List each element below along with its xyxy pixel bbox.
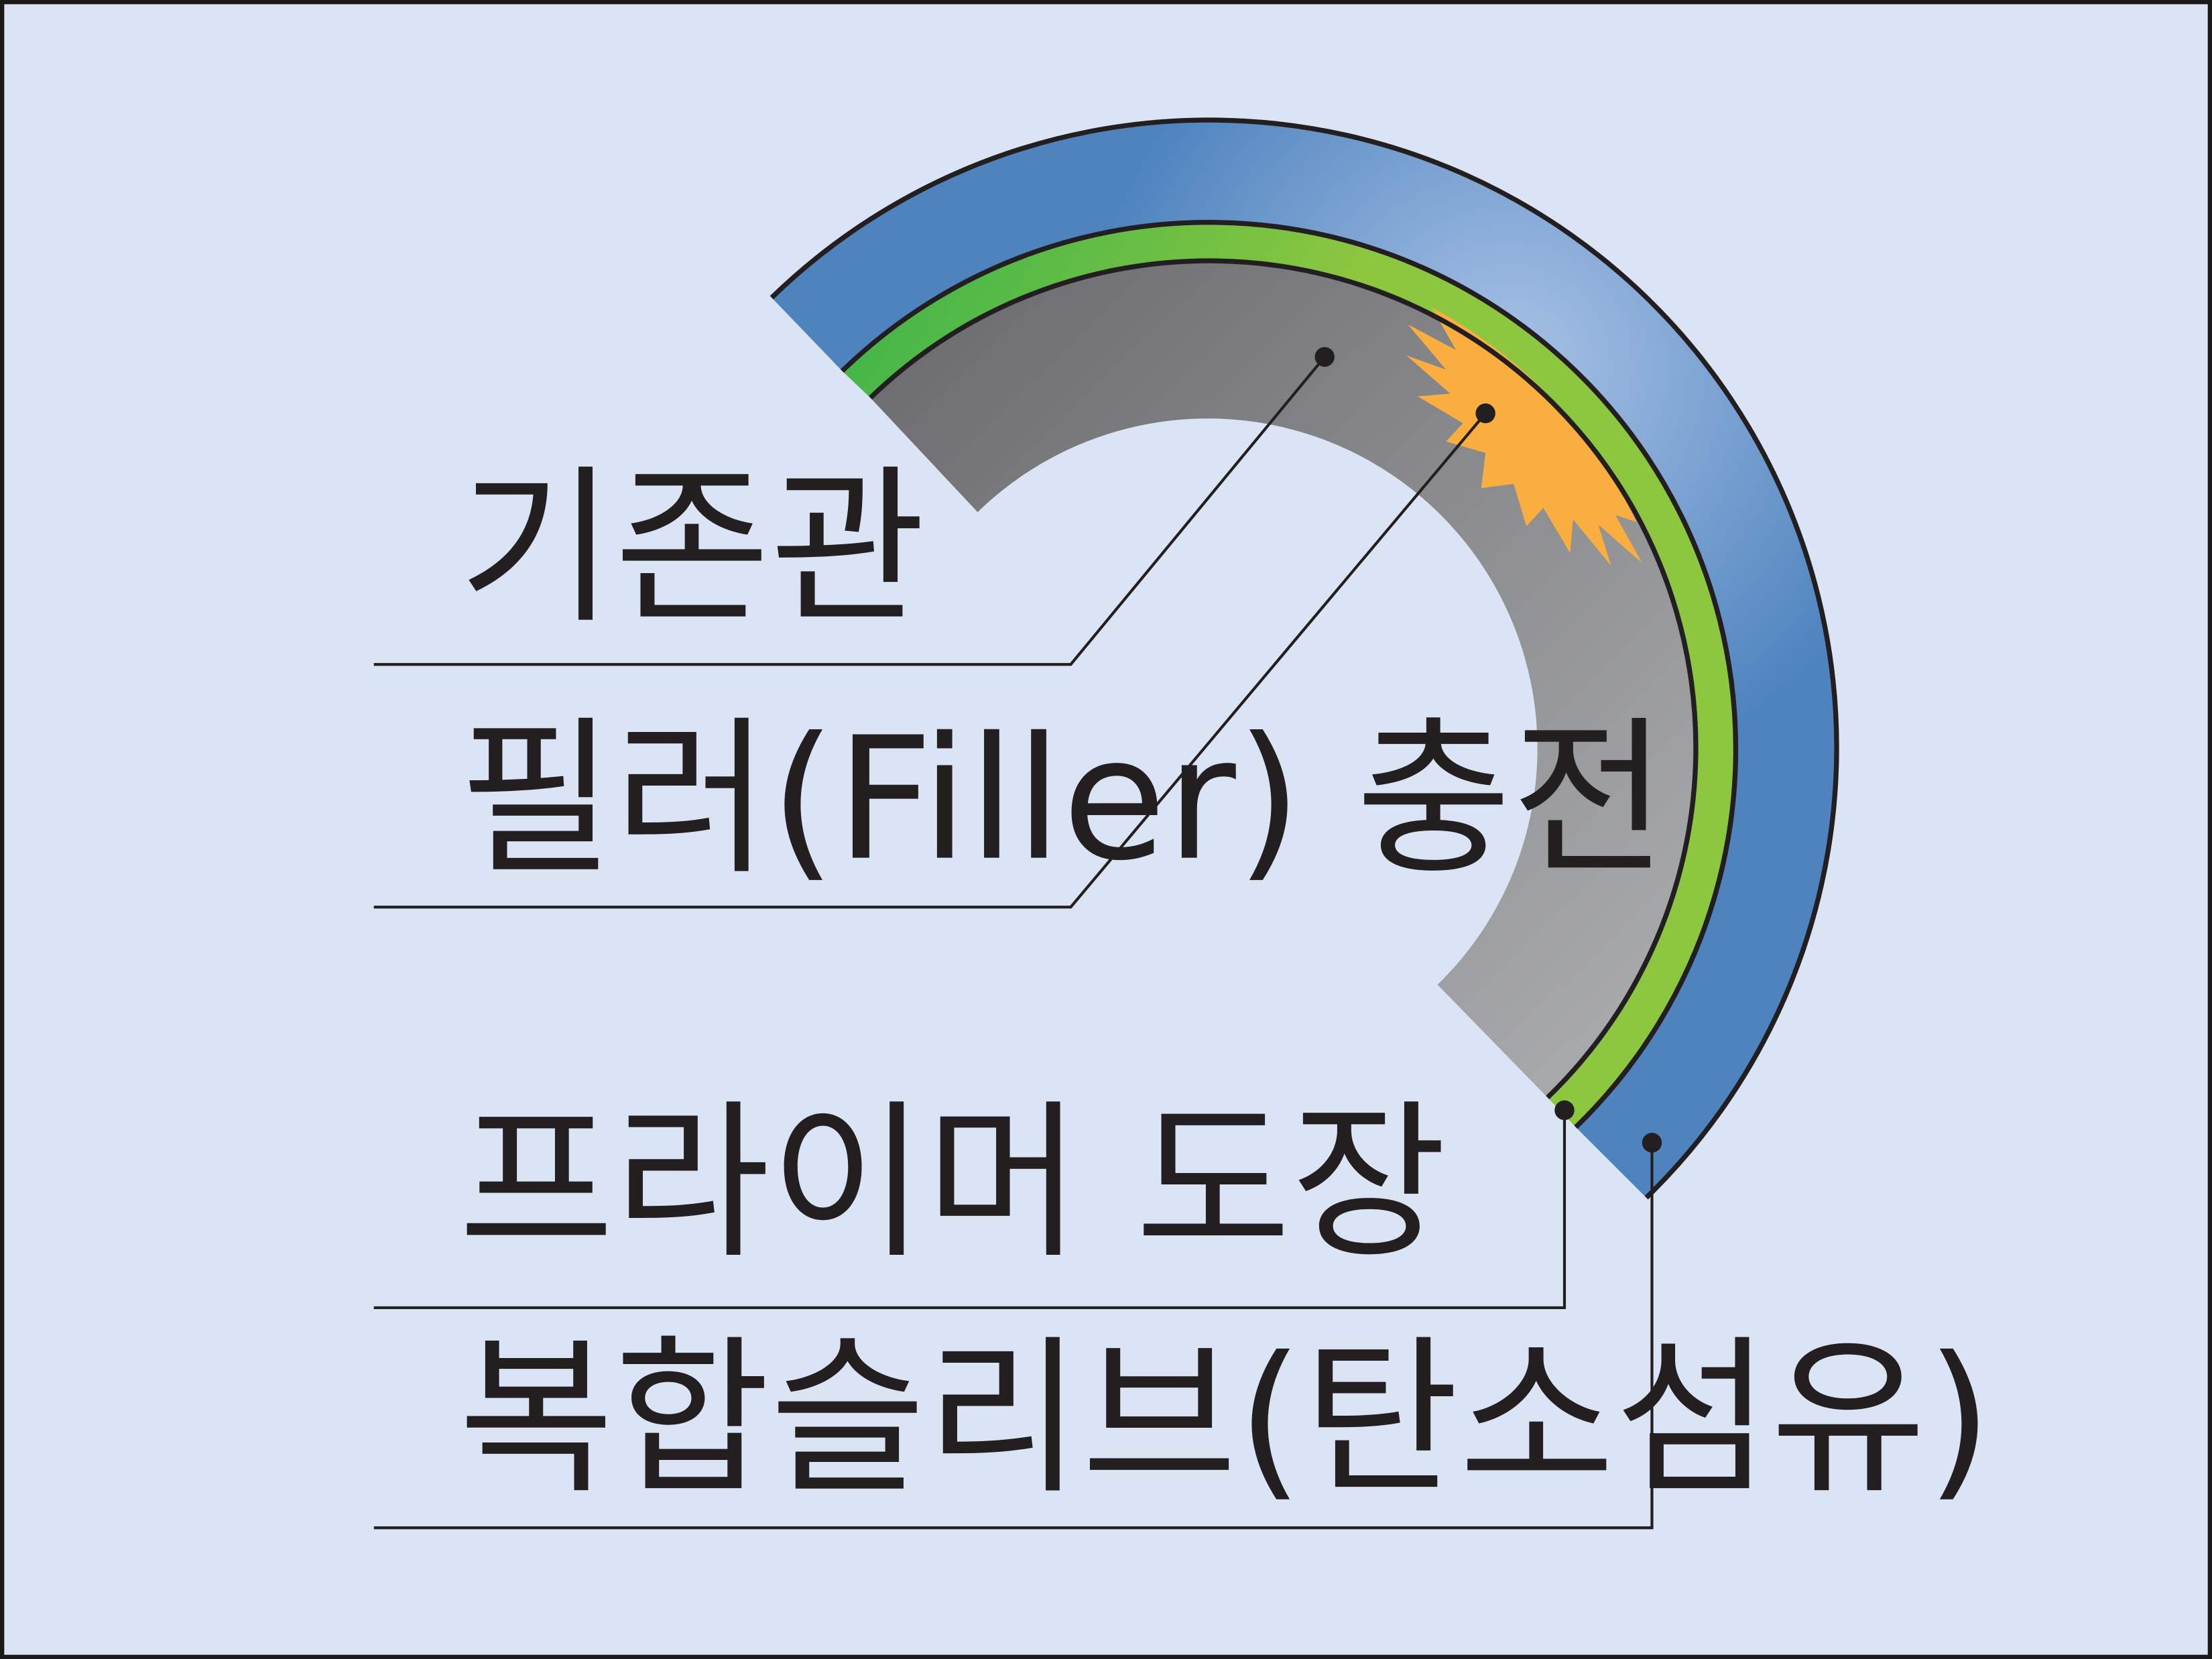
leader-lines xyxy=(373,356,1654,1530)
leader-dots xyxy=(1314,347,1662,1153)
label-sleeve: 복합슬리브(탄소섬유) xyxy=(458,1320,1992,1518)
labels: 기존관 필러(Filler) 충전 프라이머 도장 복합슬리브(탄소섬유) xyxy=(458,450,1992,1518)
label-filler: 필러(Filler) 충전 xyxy=(458,701,1667,898)
composite-sleeve-layer xyxy=(772,120,1837,1198)
leader-line-sleeve xyxy=(373,1142,1654,1530)
layer-outlines xyxy=(770,117,1839,1200)
leader-line-primer xyxy=(373,1110,1566,1310)
leader-line-existing-pipe xyxy=(373,356,1326,666)
filler-burst-shape xyxy=(1406,307,1642,566)
leader-dot-primer xyxy=(1554,1100,1575,1121)
leader-dot-sleeve xyxy=(1642,1132,1662,1153)
label-existing-pipe: 기존관 xyxy=(458,450,926,647)
label-primer: 프라이머 도장 xyxy=(458,1085,1447,1282)
pipe-outer-outline xyxy=(868,258,1699,1100)
sleeve-outer-outline xyxy=(770,117,1839,1200)
leader-dot-existing-pipe xyxy=(1314,347,1335,367)
sleeve-inner-outline xyxy=(840,220,1739,1129)
leader-line-filler xyxy=(373,412,1487,909)
leader-dot-filler xyxy=(1475,403,1495,424)
primer-coating-layer xyxy=(842,222,1736,1127)
